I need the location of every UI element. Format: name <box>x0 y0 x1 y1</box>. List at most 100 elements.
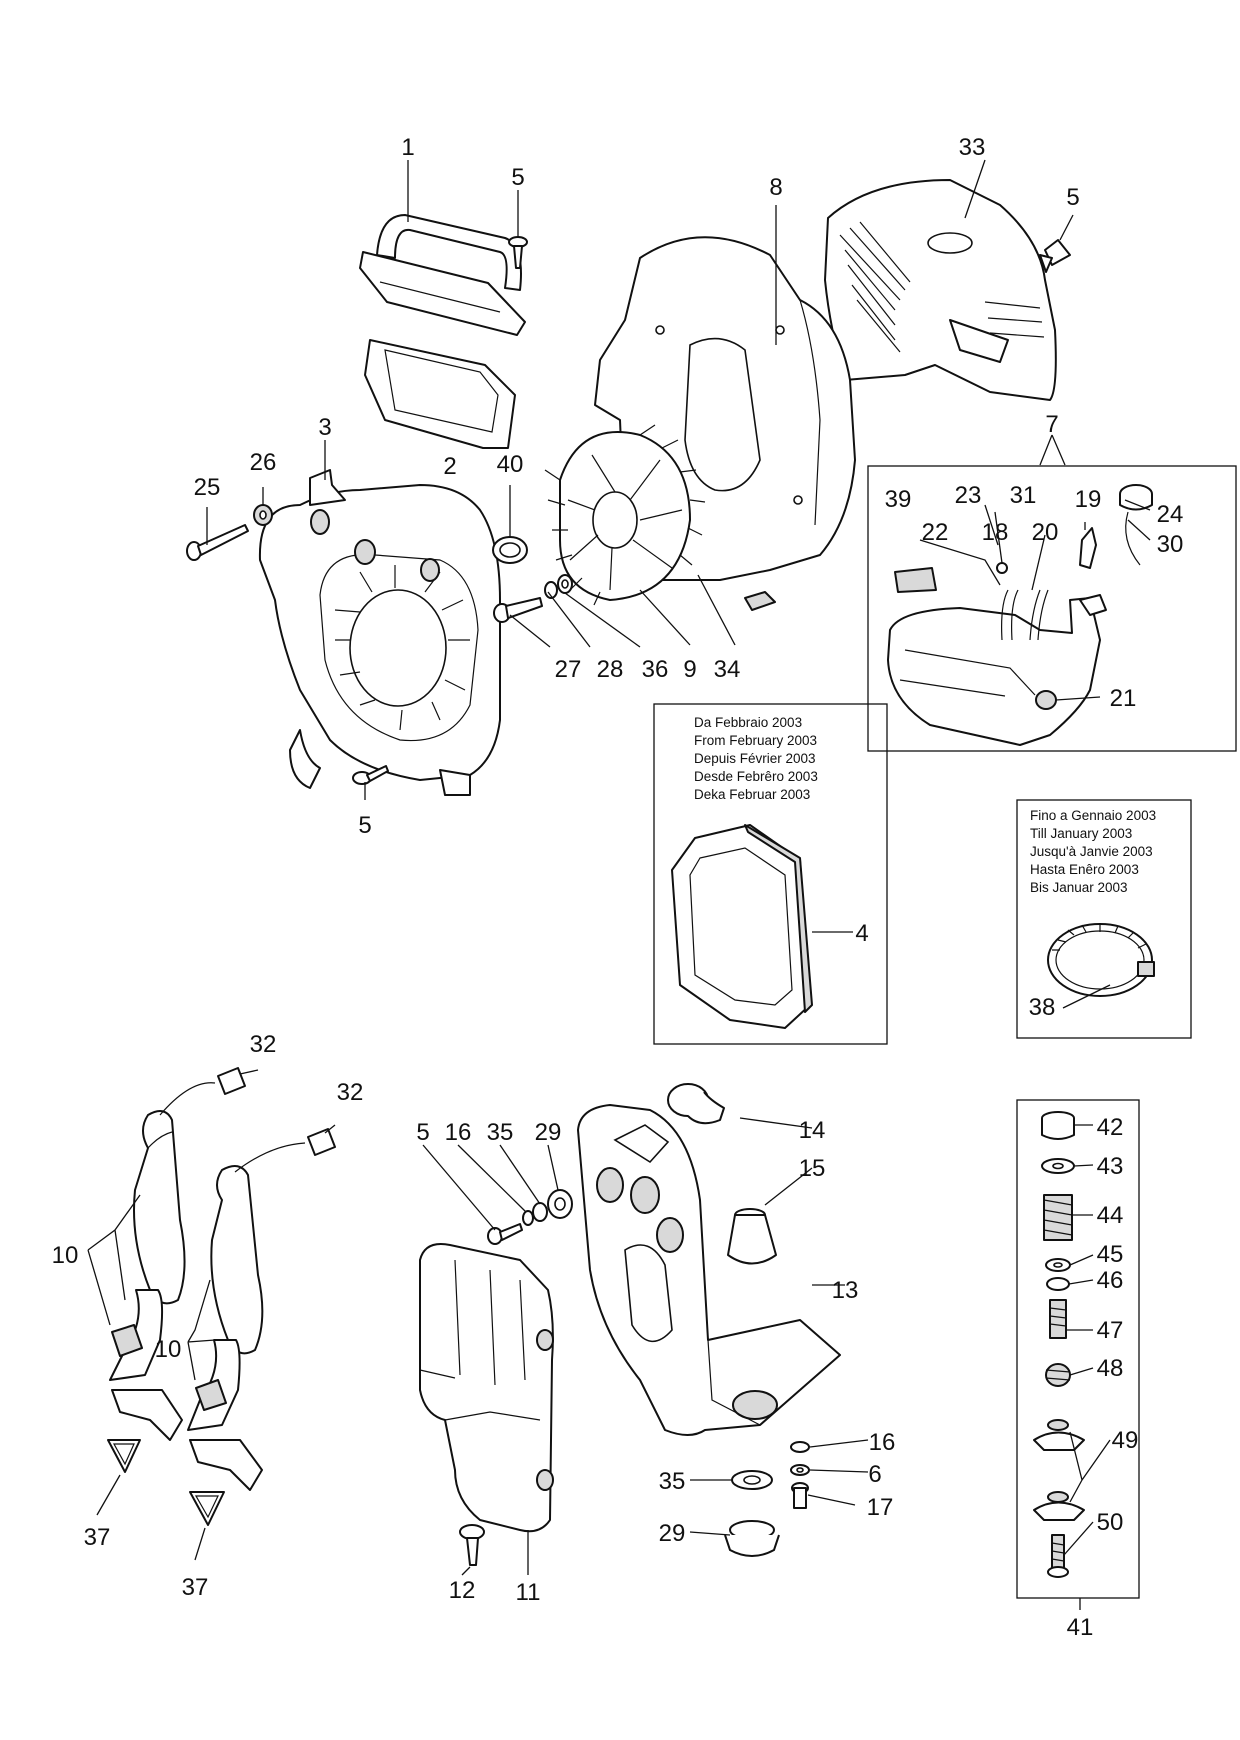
callout-10: 10 <box>52 1242 79 1269</box>
note-line: Till January 2003 <box>1030 826 1132 841</box>
callout-28: 28 <box>597 656 624 683</box>
callout-7: 7 <box>1045 411 1058 438</box>
washer-part-6 <box>790 1464 810 1476</box>
callout-5: 5 <box>1066 184 1079 211</box>
screw-part-top <box>508 236 528 269</box>
callout-27: 27 <box>555 656 582 683</box>
callout-17: 17 <box>867 1494 894 1521</box>
callout-2: 2 <box>443 453 456 480</box>
callout-45: 45 <box>1097 1241 1124 1268</box>
grommet-part-18 <box>996 562 1008 574</box>
note-line: Desde Febrêro 2003 <box>694 769 818 784</box>
note-line: Hasta Enêro 2003 <box>1030 862 1139 877</box>
until-jan-2003-box <box>1016 799 1192 1039</box>
callout-5: 5 <box>416 1119 429 1146</box>
callout-32: 32 <box>337 1079 364 1106</box>
washer-part-36 <box>557 574 573 594</box>
callout-8: 8 <box>769 174 782 201</box>
fuel-tank-group-box <box>867 465 1237 752</box>
callout-9: 9 <box>683 656 696 683</box>
callout-18: 18 <box>982 519 1009 546</box>
callout-33: 33 <box>959 134 986 161</box>
callout-40: 40 <box>497 451 524 478</box>
callout-30: 30 <box>1157 531 1184 558</box>
strap-clip-part-32-left <box>217 1067 246 1095</box>
callout-47: 47 <box>1097 1317 1124 1344</box>
washer-part-16-top <box>522 1210 534 1226</box>
triangle-ring-part-37-left <box>107 1439 141 1473</box>
spring-part-44 <box>1043 1194 1073 1241</box>
screw-part-mid <box>487 1223 523 1245</box>
bolt-part-47 <box>1049 1299 1067 1339</box>
cap-part-42 <box>1041 1111 1075 1140</box>
callout-24: 24 <box>1157 501 1184 528</box>
callout-1: 1 <box>401 134 414 161</box>
cone-part-15 <box>727 1208 777 1265</box>
back-frame-part-13 <box>577 1104 841 1436</box>
screw-part-left <box>352 765 389 785</box>
handle-gasket-part <box>364 339 516 449</box>
callout-3: 3 <box>318 414 331 441</box>
back-pad-part-11 <box>419 1243 554 1533</box>
callout-13: 13 <box>832 1277 859 1304</box>
callout-16: 16 <box>445 1119 472 1146</box>
callout-38: 38 <box>1029 994 1056 1021</box>
callout-22: 22 <box>922 519 949 546</box>
nut-part-26 <box>253 504 273 526</box>
callout-49: 49 <box>1112 1427 1139 1454</box>
from-feb-2003-box <box>653 703 888 1045</box>
callout-labels: 1 5 33 8 5 3 2 26 40 25 7 39 23 31 19 24… <box>52 134 1184 1641</box>
callout-46: 46 <box>1097 1267 1124 1294</box>
washer-part-35-bottom <box>731 1470 773 1490</box>
shaft-bolt-part-27 <box>493 597 543 623</box>
callout-31: 31 <box>1010 482 1037 509</box>
callout-44: 44 <box>1097 1202 1124 1229</box>
callout-12: 12 <box>449 1577 476 1604</box>
bushing-part-29-bottom <box>724 1520 780 1557</box>
callout-23: 23 <box>955 482 982 509</box>
callout-16: 16 <box>869 1429 896 1456</box>
callout-36: 36 <box>642 656 669 683</box>
callout-21: 21 <box>1110 685 1137 712</box>
callout-48: 48 <box>1097 1355 1124 1382</box>
callout-20: 20 <box>1032 519 1059 546</box>
grommet-part-14 <box>667 1083 725 1125</box>
note-line: Bis Januar 2003 <box>1030 880 1128 895</box>
key-part <box>744 591 776 611</box>
callout-15: 15 <box>799 1155 826 1182</box>
kit-41-box <box>1016 1099 1140 1599</box>
callout-26: 26 <box>250 449 277 476</box>
washer-part-35-top <box>532 1202 548 1222</box>
washer-part-28 <box>544 581 558 599</box>
washer-part-43 <box>1041 1158 1075 1174</box>
fuel-tank-part <box>887 594 1107 746</box>
engine-cover-part <box>824 179 1057 401</box>
callout-42: 42 <box>1097 1114 1124 1141</box>
strap-clip-part-32-right <box>307 1128 336 1156</box>
note-line: Da Febbraio 2003 <box>694 715 802 730</box>
washer-part-46 <box>1046 1277 1070 1291</box>
callout-37: 37 <box>182 1574 209 1601</box>
bolt-part-25 <box>186 524 249 561</box>
callout-14: 14 <box>799 1117 826 1144</box>
callout-10: 10 <box>155 1336 182 1363</box>
volute-housing-part <box>258 484 501 796</box>
callout-35: 35 <box>659 1468 686 1495</box>
callout-50: 50 <box>1097 1509 1124 1536</box>
bushing-part-40 <box>492 536 528 564</box>
callout-32: 32 <box>250 1031 277 1058</box>
shoulder-strap-right-part <box>187 1142 306 1491</box>
callout-4: 4 <box>855 920 868 947</box>
callout-39: 39 <box>885 486 912 513</box>
bolt-part-50 <box>1047 1534 1069 1578</box>
from-feb-2003-note: Da Febbraio 2003 From February 2003 Depu… <box>694 715 818 802</box>
washer-part-45 <box>1045 1258 1071 1272</box>
washer-part-16-bottom <box>790 1441 810 1453</box>
filter-part-39 <box>894 567 937 593</box>
triangle-ring-part-37-right <box>189 1491 225 1526</box>
callout-5: 5 <box>511 164 524 191</box>
handle-part <box>359 214 526 336</box>
note-line: From February 2003 <box>694 733 817 748</box>
callout-5: 5 <box>358 812 371 839</box>
